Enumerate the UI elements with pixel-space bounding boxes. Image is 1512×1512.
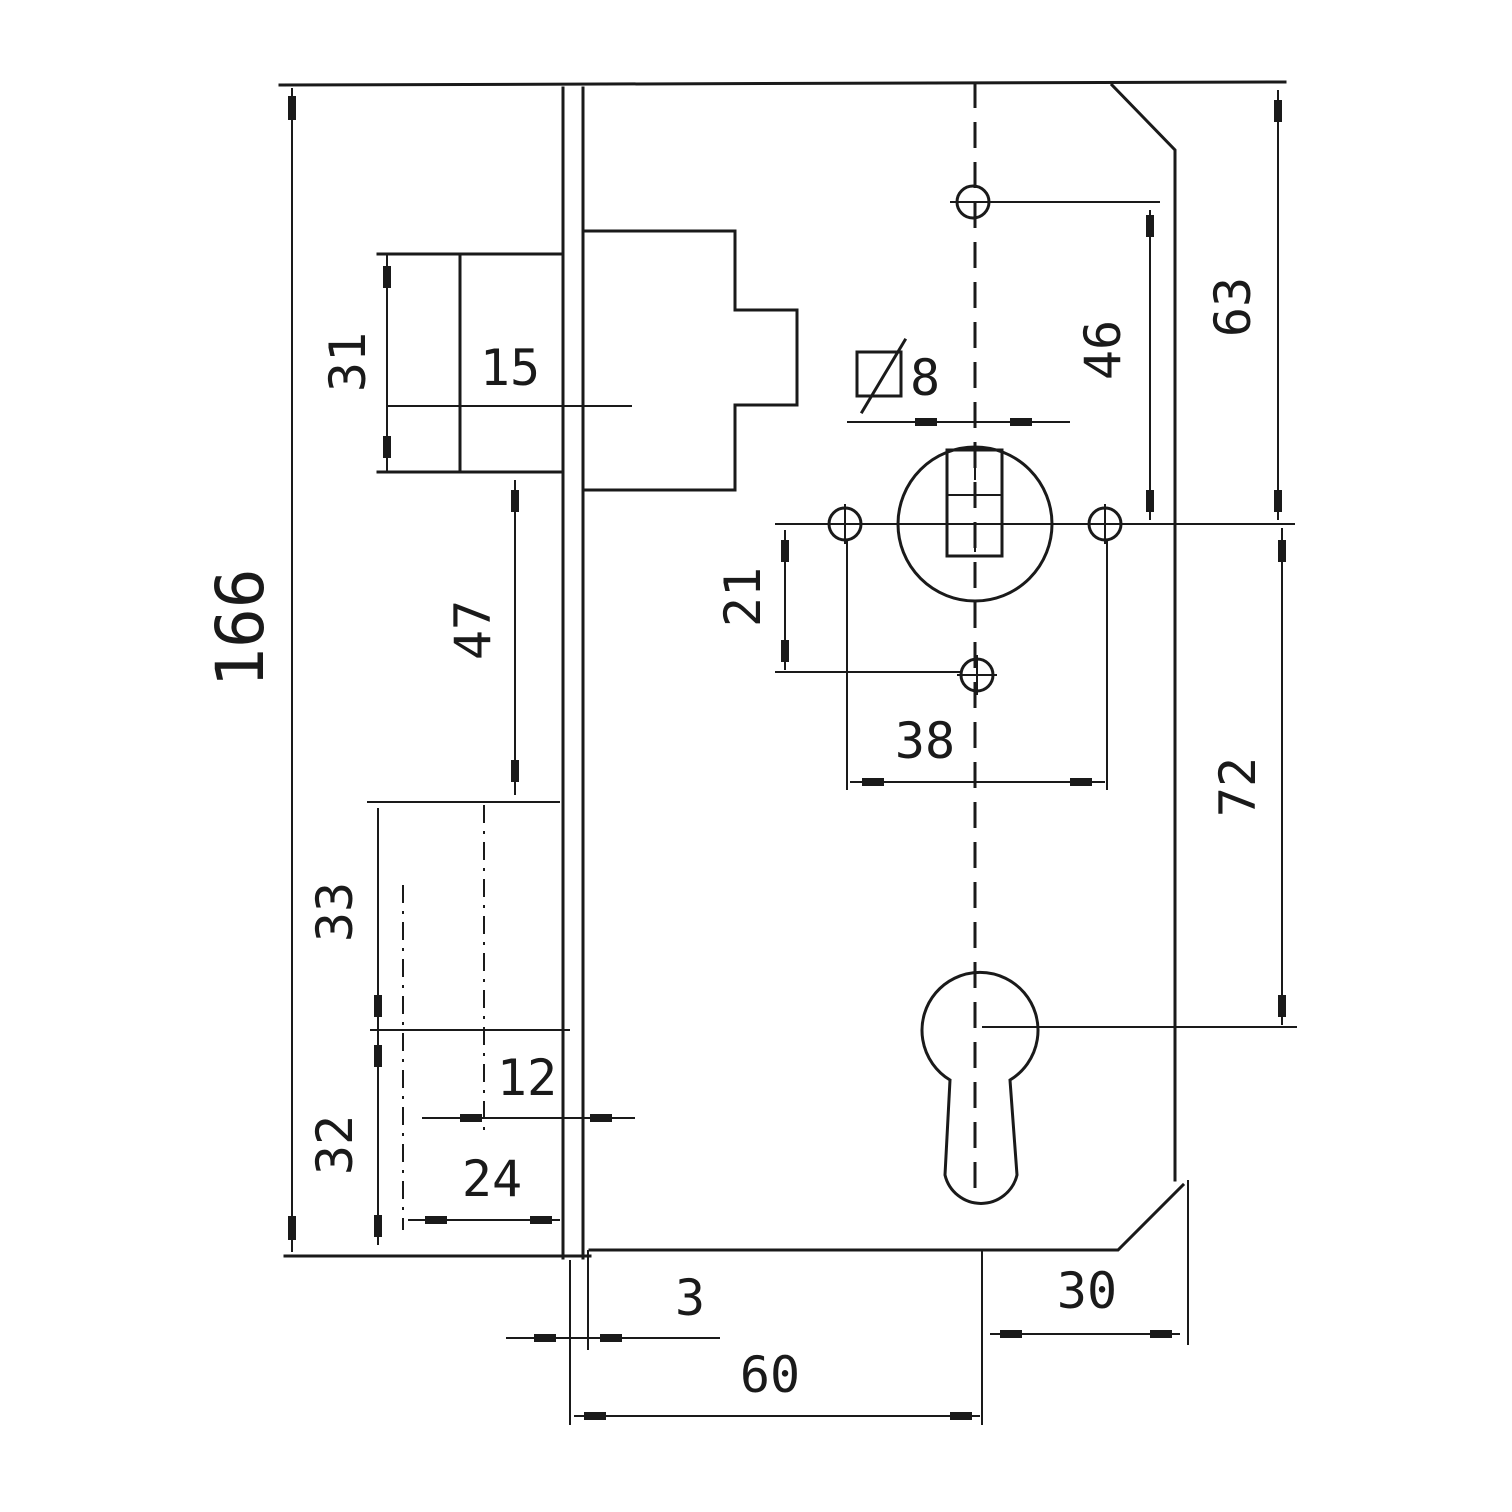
screw-hole-bottom (957, 655, 997, 695)
square-symbol-icon (855, 337, 908, 415)
dim-label-60: 60 (740, 1346, 800, 1404)
dim-label-latch-height: 31 (319, 332, 377, 392)
lock-case-outline (278, 80, 1287, 1258)
dim-label-30: 30 (1057, 1262, 1117, 1320)
dim-label-3: 3 (675, 1269, 705, 1327)
dim-label-21: 21 (714, 567, 772, 627)
dim-label-46: 46 (1074, 320, 1132, 380)
dim-label-33: 33 (306, 882, 364, 942)
latch-bolt (376, 229, 799, 492)
dim-label-47: 47 (444, 600, 502, 660)
center-lines (402, 82, 1297, 1230)
dimension-labels: 166 31 15 47 33 32 12 24 3 60 30 8 21 38… (202, 277, 1267, 1404)
dim-label-72: 72 (1209, 757, 1267, 817)
screw-hole-top (950, 184, 996, 220)
dim-label-12: 12 (497, 1049, 557, 1107)
dim-label-38: 38 (895, 712, 955, 770)
dim-label-8: 8 (910, 349, 940, 407)
dim-label-latch-throw: 15 (480, 339, 540, 397)
dimension-arrows (288, 96, 1286, 1420)
faceplate (561, 86, 589, 1425)
dim-label-32: 32 (306, 1115, 364, 1175)
dim-label-overall-height: 166 (202, 568, 279, 687)
dim-label-63: 63 (1204, 277, 1262, 337)
dimension-lines (291, 88, 1283, 1425)
dim-label-24: 24 (462, 1150, 522, 1208)
cylinder-cutout (920, 970, 1040, 1205)
